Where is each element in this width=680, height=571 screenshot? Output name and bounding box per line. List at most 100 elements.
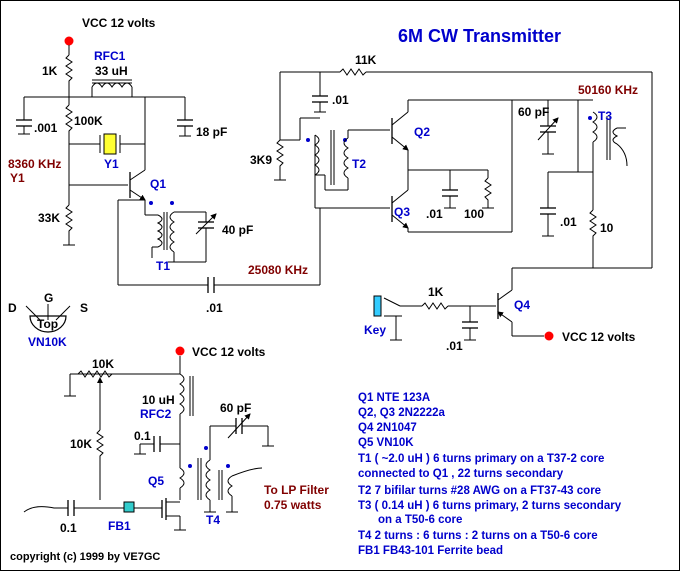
output-power-label: 0.75 watts bbox=[264, 498, 322, 512]
q4-label: Q4 bbox=[514, 298, 530, 312]
pin-g-label: G bbox=[44, 291, 53, 305]
tripler-frequency: 25080 KHz bbox=[248, 263, 308, 277]
t3-primary bbox=[592, 111, 598, 143]
key-switch[interactable] bbox=[373, 295, 382, 317]
parts-list-line: T2 7 bifilar turns #28 AWG on a FT37-43 … bbox=[358, 485, 601, 497]
resistor-10k-label: 10K bbox=[70, 437, 92, 451]
t1-secondary bbox=[169, 211, 175, 253]
t4-label: T4 bbox=[206, 513, 220, 527]
resistor-100 bbox=[484, 177, 492, 208]
parts-list-line: Q1 NTE 123A bbox=[358, 392, 430, 404]
vcc-terminal-q4 bbox=[544, 331, 554, 341]
resistor-100k bbox=[65, 104, 73, 148]
crystal-y1-label: Y1 bbox=[104, 157, 119, 171]
resistor-11k-label: 11K bbox=[355, 53, 377, 67]
parts-list-line: Q2, Q3 2N2222a bbox=[358, 407, 446, 419]
cap-01-in-label: 0.1 bbox=[60, 521, 77, 535]
parts-list-line: connected to Q1 , 22 turns secondary bbox=[358, 468, 564, 480]
rfc1-inductor bbox=[91, 82, 133, 88]
vn10k-package: D G S Top VN10K bbox=[8, 291, 88, 349]
t2-primary bbox=[314, 134, 320, 176]
parts-list-line: Q4 2N1047 bbox=[358, 422, 417, 434]
rfc1-label: RFC1 bbox=[94, 49, 126, 63]
resistor-11k bbox=[339, 68, 367, 76]
t4-output bbox=[227, 475, 233, 497]
parts-list-line: T4 2 turns : 6 turns : 2 turns on a T50-… bbox=[358, 530, 598, 542]
vcc-terminal-top bbox=[64, 36, 74, 46]
cap-18pf-label: 18 pF bbox=[196, 125, 227, 139]
vcc-label-top: VCC 12 volts bbox=[82, 16, 156, 30]
t1-primary bbox=[156, 214, 163, 248]
q3-label: Q3 bbox=[394, 205, 410, 219]
keying-section: Key 1K .01 Q4 VCC 12 volts bbox=[364, 285, 636, 353]
cap-01-t3-label: .01 bbox=[560, 215, 577, 229]
resistor-10 bbox=[589, 209, 597, 268]
key-label: Key bbox=[364, 323, 386, 337]
resistor-1k-key-label: 1K bbox=[428, 285, 444, 299]
q2-label: Q2 bbox=[414, 125, 430, 139]
oscillator-section: VCC 12 volts 1K .001 RFC1 33 uH 18 pF 10… bbox=[8, 16, 321, 315]
resistor-3k9 bbox=[276, 139, 284, 180]
t2-secondary bbox=[343, 137, 349, 179]
q5-label: Q5 bbox=[148, 474, 164, 488]
t4-center bbox=[205, 459, 211, 501]
pot-10k-label: 10K bbox=[92, 357, 114, 371]
pa-section: VCC 12 volts 10K 10K 10 uH RFC2 0.1 bbox=[23, 345, 329, 535]
cap-001-label: .001 bbox=[34, 121, 58, 135]
t4-primary bbox=[179, 467, 185, 489]
resistor-3k9-label: 3K9 bbox=[250, 153, 272, 167]
resistor-100k-label: 100K bbox=[74, 114, 103, 128]
vcc-terminal-pa bbox=[175, 346, 185, 356]
cap-01-key-label: .01 bbox=[446, 339, 463, 353]
pin-s-label: S bbox=[80, 301, 88, 315]
lp-filter-label: To LP Filter bbox=[264, 483, 329, 497]
cap-60pf-t3-label: 60 pF bbox=[518, 105, 549, 119]
t1-label: T1 bbox=[156, 259, 170, 273]
parts-list-line: T3 ( 0.14 uH ) 6 turns primary, 2 turns … bbox=[358, 500, 622, 512]
resistor-10k bbox=[96, 429, 104, 500]
cap-01-link-label: .01 bbox=[206, 301, 223, 315]
rfc2-label: RFC2 bbox=[140, 407, 172, 421]
t3-label: T3 bbox=[598, 109, 612, 123]
cap-60pf-pa-label: 60 pF bbox=[220, 401, 251, 415]
pin-d-label: D bbox=[8, 301, 17, 315]
rfc2-inductor bbox=[179, 373, 185, 415]
resistor-33k bbox=[65, 204, 73, 245]
parts-list-line: FB1 FB43-101 Ferrite bead bbox=[358, 545, 503, 557]
cap-01-pa-label: 0.1 bbox=[134, 429, 151, 443]
doubler-section: 11K .01 3K9 T2 bbox=[250, 53, 653, 290]
resistor-1k-key bbox=[421, 302, 449, 310]
xtal-frequency: 8360 KHz bbox=[8, 157, 61, 171]
vcc-label-pa: VCC 12 volts bbox=[192, 345, 266, 359]
cap-01-t2-label: .01 bbox=[332, 93, 349, 107]
cap-01-emitter-label: .01 bbox=[426, 207, 443, 221]
inductor-10uh-label: 10 uH bbox=[142, 393, 175, 407]
output-frequency: 50160 KHz bbox=[578, 83, 638, 97]
schematic-title: 6M CW Transmitter bbox=[398, 26, 561, 46]
resistor-33k-label: 33K bbox=[38, 211, 60, 225]
rfc1-value: 33 uH bbox=[95, 64, 128, 78]
pot-10k[interactable] bbox=[77, 370, 113, 378]
parts-list-line: T1 ( ~2.0 uH ) 6 turns primary on a T37-… bbox=[358, 453, 604, 465]
cap-40pf-label: 40 pF bbox=[222, 223, 253, 237]
crystal-y1 bbox=[103, 133, 117, 155]
ferrite-bead-fb1 bbox=[123, 501, 135, 513]
resistor-1k-top-label: 1K bbox=[42, 64, 58, 78]
copyright-notice: copyright (c) 1999 by VE7GC bbox=[10, 551, 160, 563]
resistor-10-label: 10 bbox=[600, 221, 614, 235]
xtal-ref: Y1 bbox=[10, 171, 25, 185]
fb1-label: FB1 bbox=[108, 519, 131, 533]
package-type-label: VN10K bbox=[28, 335, 67, 349]
t3-secondary bbox=[612, 127, 619, 145]
t2-label: T2 bbox=[352, 157, 366, 171]
vcc-label-q4: VCC 12 volts bbox=[562, 330, 636, 344]
q1-label: Q1 bbox=[150, 177, 166, 191]
resistor-100-label: 100 bbox=[464, 207, 484, 221]
package-top-label: Top bbox=[37, 317, 58, 331]
parts-list-line: on a T50-6 core bbox=[378, 514, 462, 526]
parts-list: Q1 NTE 123A Q2, Q3 2N2222a Q4 2N1047 Q5 … bbox=[358, 392, 622, 557]
parts-list-line: Q5 VN10K bbox=[358, 437, 414, 449]
resistor-1k-top bbox=[65, 54, 73, 97]
